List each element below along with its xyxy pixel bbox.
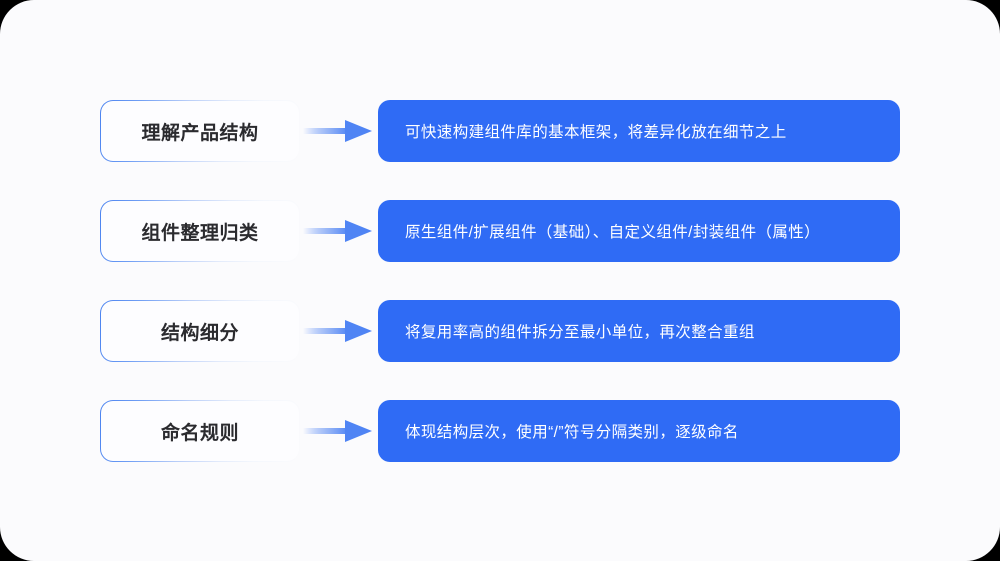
stage-pill-label: 结构细分 [160,322,239,344]
flow-row: 理解产品结构 [0,100,1000,162]
arrow-right-icon [300,214,374,248]
stage-pill[interactable]: 结构细分 [100,300,300,362]
stage-pill-label: 组件整理归类 [141,222,259,244]
arrow-right-icon [300,314,374,348]
detail-bar-text: 原生组件/扩展组件（基础）、自定义组件/封装组件（属性） [405,224,821,241]
detail-bar-text: 将复用率高的组件拆分至最小单位，再次整合重组 [405,324,755,341]
flow-row: 结构细分 [0,300,1000,362]
detail-bar[interactable]: 原生组件/扩展组件（基础）、自定义组件/封装组件（属性） [378,200,900,262]
detail-bar[interactable]: 可快速构建组件库的基本框架，将差异化放在细节之上 [378,100,900,162]
detail-bar-text: 体现结构层次，使用“/”符号分隔类别，逐级命名 [405,424,739,441]
stage-pill[interactable]: 理解产品结构 [100,100,300,162]
stage-pill-label: 理解产品结构 [141,122,259,144]
stage-pill[interactable]: 命名规则 [100,400,300,462]
stage-pill-label: 命名规则 [160,422,239,444]
arrow-right-icon [300,414,374,448]
detail-bar[interactable]: 体现结构层次，使用“/”符号分隔类别，逐级命名 [378,400,900,462]
flow-row: 命名规则 [0,400,1000,462]
detail-bar-text: 可快速构建组件库的基本框架，将差异化放在细节之上 [405,124,787,141]
flow-row: 组件整理归类 [0,200,1000,262]
stage-pill[interactable]: 组件整理归类 [100,200,300,262]
arrow-right-icon [300,114,374,148]
detail-bar[interactable]: 将复用率高的组件拆分至最小单位，再次整合重组 [378,300,900,362]
